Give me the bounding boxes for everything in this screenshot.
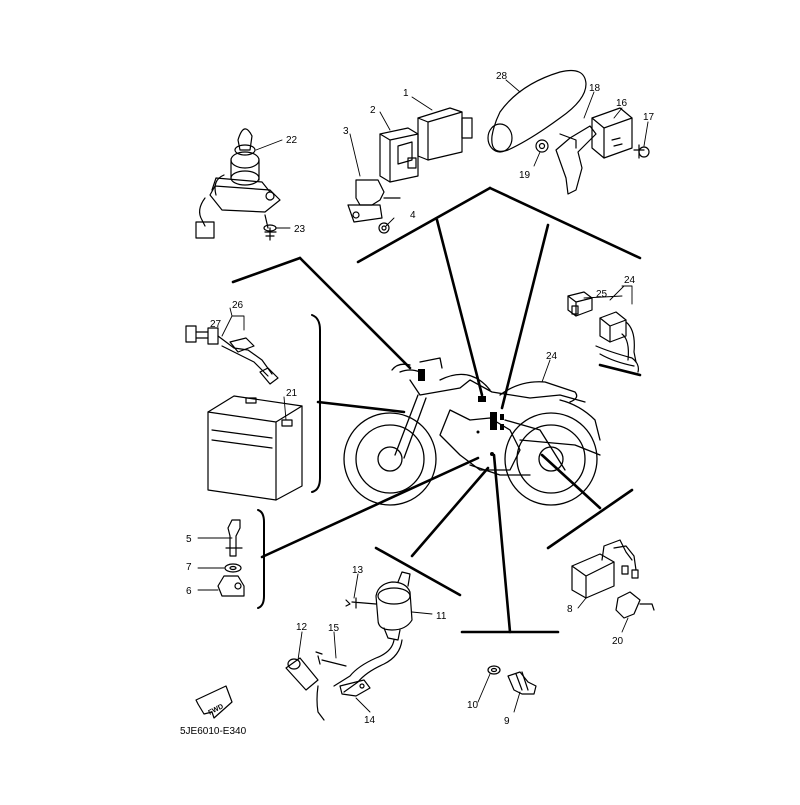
diagram-code: 5JE6010-E340 [180, 726, 247, 737]
callout-5: 5 [186, 534, 192, 545]
callout-18: 18 [589, 83, 601, 94]
callout-28: 28 [496, 71, 508, 82]
callout-16: 16 [616, 98, 628, 109]
callout-20: 20 [612, 636, 624, 647]
relay-and-sleeve-assembly [487, 69, 650, 195]
callout-8: 8 [567, 604, 573, 615]
callout-1: 1 [403, 88, 409, 99]
diagram-code-group: 5JE6010-E340 [180, 726, 247, 737]
fwd-label-group: FWD [207, 703, 224, 717]
callout-9: 9 [504, 716, 510, 727]
callout-25: 25 [596, 289, 608, 300]
fuse-holder-assembly [185, 325, 279, 385]
motorcycle-highlight-marks [418, 369, 504, 456]
callout-7: 7 [186, 562, 192, 573]
main-switch-assembly [195, 128, 281, 241]
callout-17: 17 [643, 112, 655, 123]
callout-3: 3 [343, 126, 349, 137]
callout-leaders [197, 79, 649, 713]
callout-12: 12 [296, 622, 308, 633]
callout-4: 4 [410, 210, 416, 221]
fwd-label: FWD [207, 703, 224, 717]
callout-23: 23 [294, 224, 306, 235]
neutral-switch-assembly [217, 519, 245, 597]
fwd-direction-arrow [195, 685, 233, 719]
callout-labels: 1 2 3 4 5 6 7 8 9 10 11 12 13 14 15 16 1… [186, 71, 655, 727]
callout-24-motorcycle: 24 [546, 351, 558, 362]
callout-14: 14 [364, 715, 376, 726]
callout-24-harness: 24 [624, 275, 636, 286]
callout-15: 15 [328, 623, 340, 634]
callout-6: 6 [186, 586, 192, 597]
motorcycle-outline [343, 357, 601, 506]
callout-27: 27 [210, 319, 222, 330]
callout-10: 10 [467, 700, 479, 711]
group-leader-lines [231, 186, 642, 634]
callout-22: 22 [286, 135, 298, 146]
callout-2: 2 [370, 105, 376, 116]
sensor-assembly [487, 665, 537, 695]
flasher-relay-assembly [571, 539, 655, 619]
callout-26: 26 [232, 300, 244, 311]
group-brackets [257, 314, 321, 609]
ignition-coil-assembly [285, 571, 413, 721]
callout-13: 13 [352, 565, 364, 576]
fuse-and-harness-assembly [567, 291, 639, 373]
callout-19: 19 [519, 170, 531, 181]
callout-11: 11 [436, 611, 447, 622]
battery [207, 395, 303, 501]
igniter-unit-assembly [347, 107, 473, 234]
callout-21: 21 [286, 388, 298, 399]
